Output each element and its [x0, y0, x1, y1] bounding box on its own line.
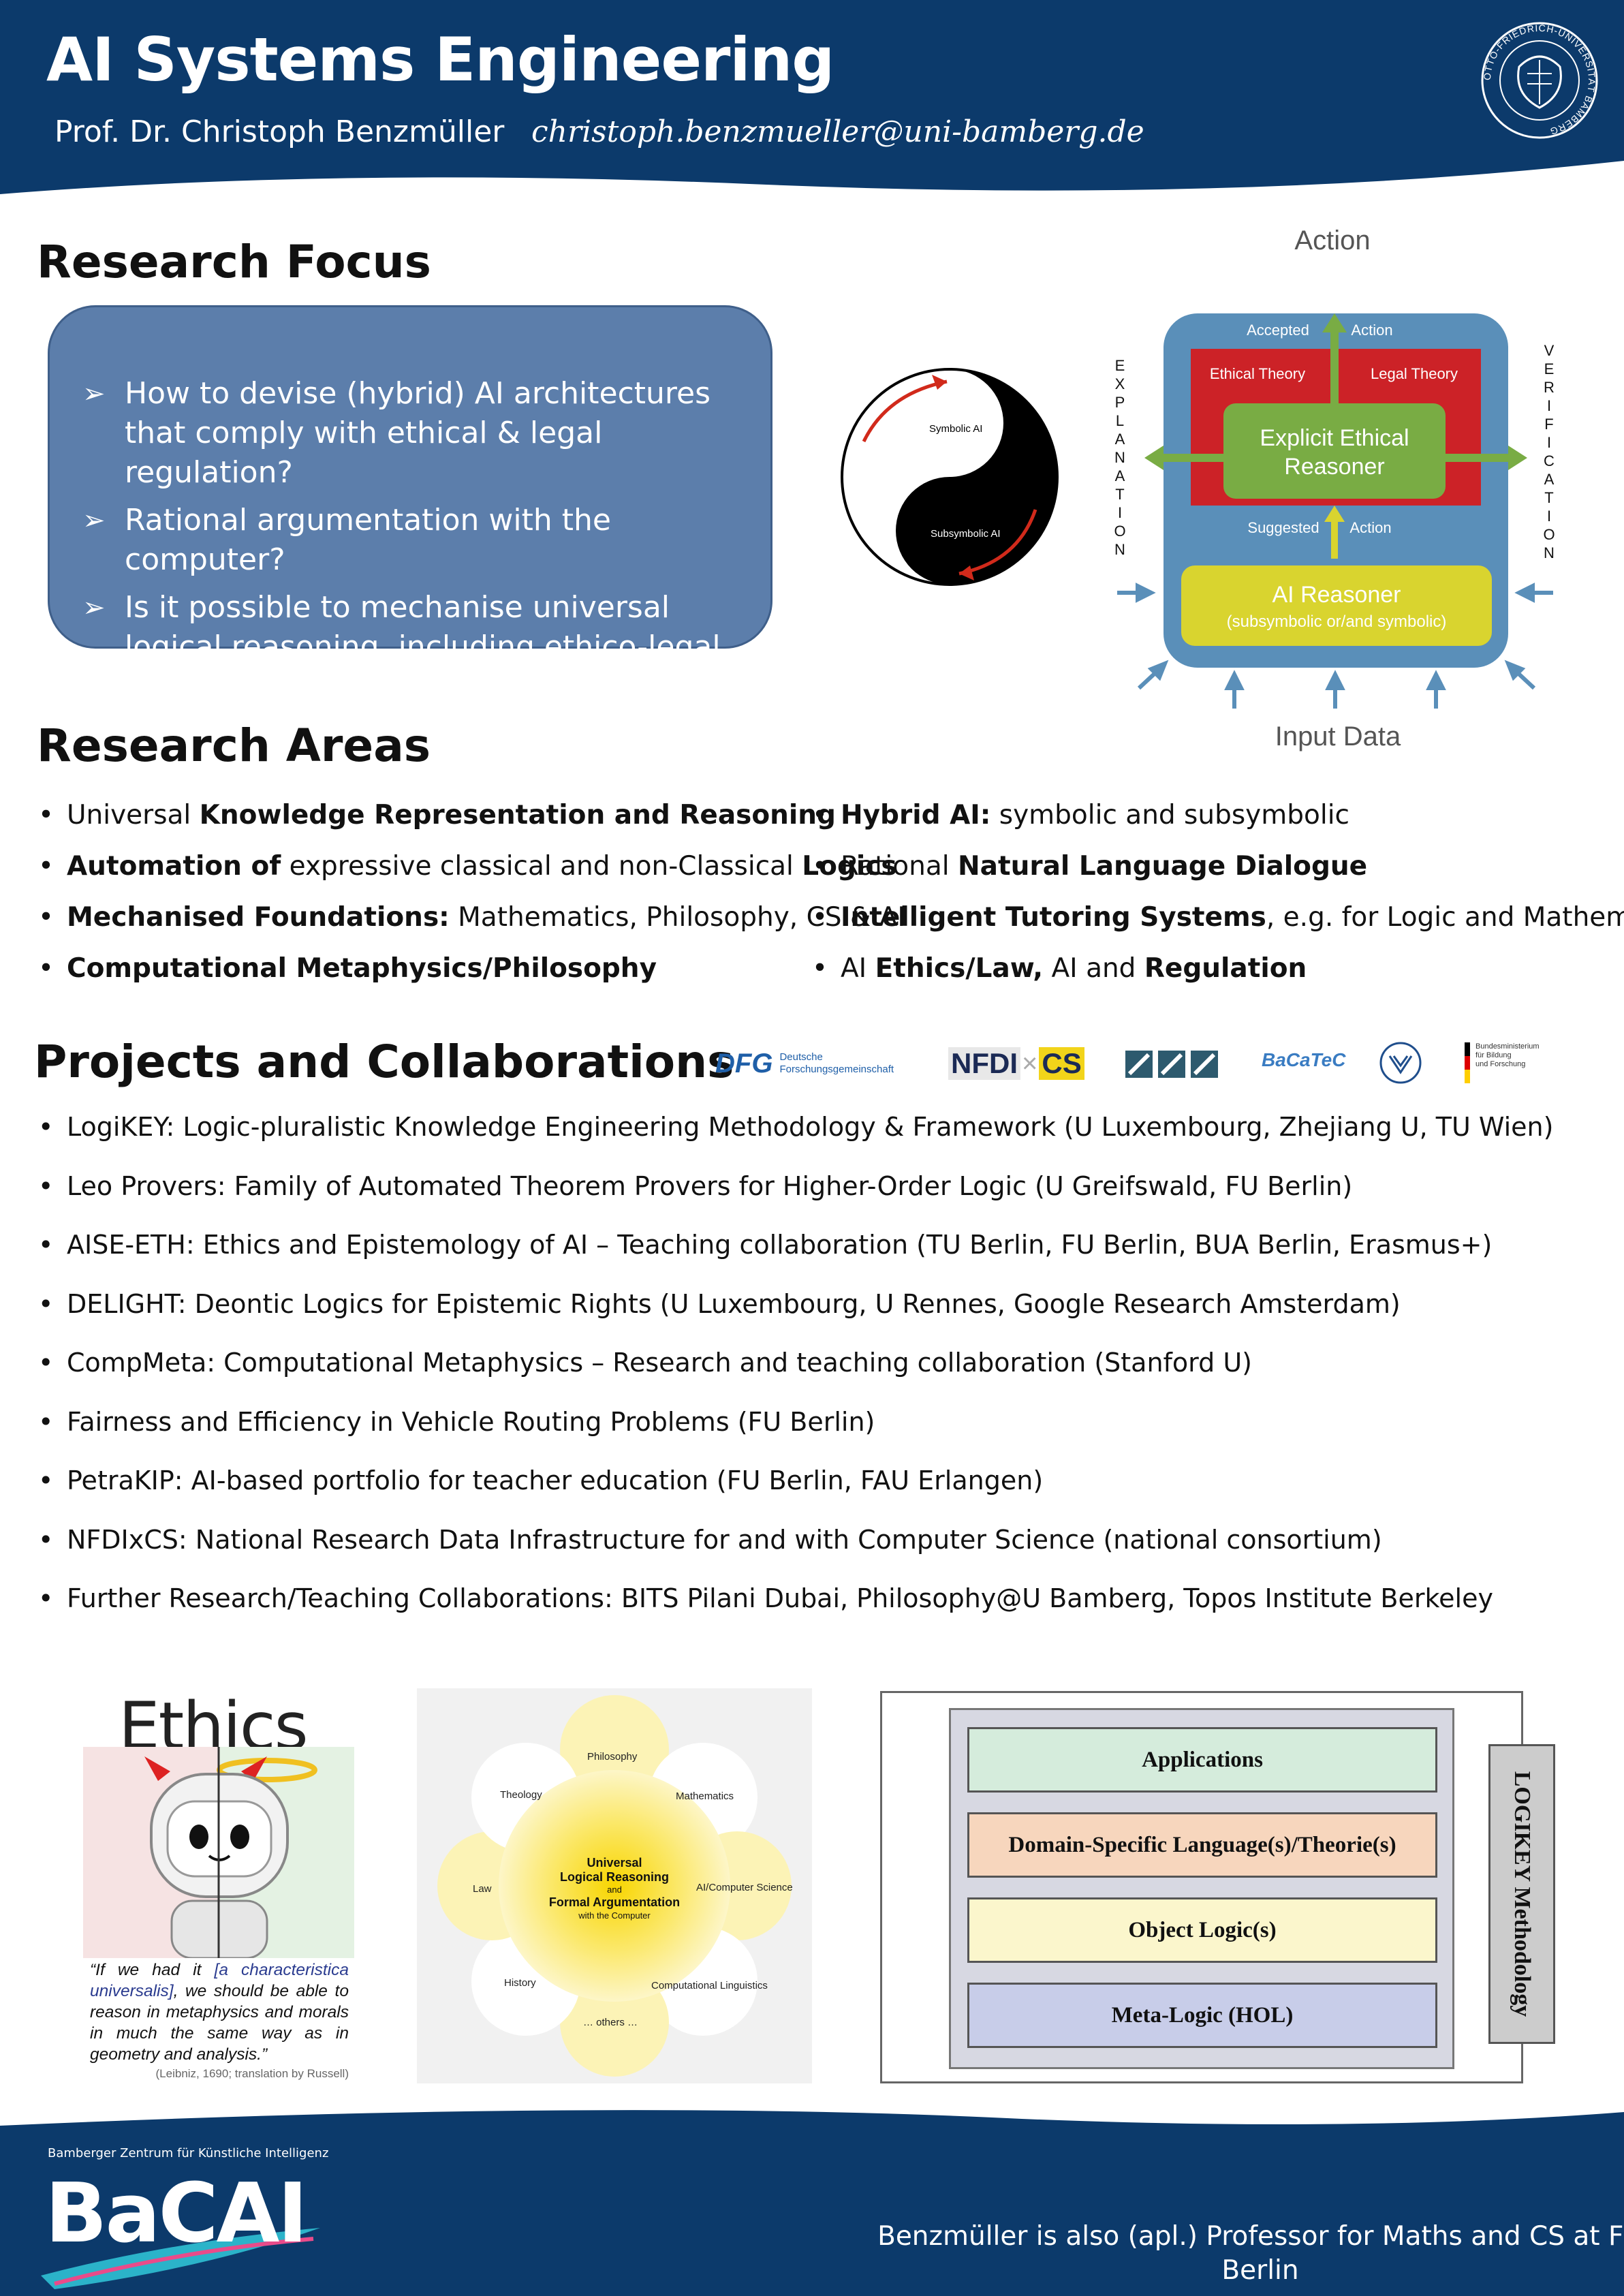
footer-note: Benzmüller is also (apl.) Professor for … — [877, 2221, 1624, 2286]
ethical-theory-label: Ethical Theory — [1210, 365, 1305, 382]
bacai-logo: BaCAI — [45, 2167, 308, 2261]
list-item: •Computational Metaphysics/Philosophy — [38, 953, 657, 984]
verification-label: VERIFICATION — [1541, 342, 1558, 563]
list-item: •Rational Natural Language Dialogue — [812, 851, 1368, 882]
flower-center-3: and — [607, 1884, 622, 1895]
header-banner — [0, 0, 1624, 194]
petal-theology: Theology — [500, 1789, 542, 1801]
universal-reasoning-diagram: Universal Logical Reasoning and Formal A… — [417, 1688, 812, 2083]
list-item: •Hybrid AI: symbolic and subsymbolic — [812, 800, 1349, 831]
list-item: •AISE-ETH: Ethics and Epistemology of AI… — [38, 1230, 1493, 1260]
right-arrow-icon — [1508, 446, 1527, 470]
projects-list: •LogiKEY: Logic-pluralistic Knowledge En… — [35, 1112, 1553, 1643]
accepted-action-label: Action — [1351, 322, 1392, 339]
research-focus-box: ➢How to devise (hybrid) AI architectures… — [48, 305, 772, 704]
list-item: •NFDIxCS: National Research Data Infrast… — [38, 1524, 1382, 1555]
arrow-bullet-icon: ➢ — [82, 378, 106, 409]
quote-source: (Leibniz, 1690; translation by Russell) — [155, 2067, 349, 2080]
flower-center-4: Formal Argumentation — [549, 1895, 680, 1909]
fnk-logo-icon — [1125, 1051, 1218, 1078]
explicit-reasoner-box — [1223, 403, 1446, 499]
list-item: •AI Ethics/Law, AI and Regulation — [812, 953, 1307, 984]
input-data-label: Input Data — [1275, 722, 1401, 751]
focus-question: ➢Is it possible to mechanise universal l… — [82, 588, 736, 707]
up-arrow-icon — [1322, 313, 1347, 332]
flower-center-2: Logical Reasoning — [560, 1870, 669, 1884]
robot-angel-devil-image — [83, 1747, 354, 1958]
bacatec-logo: BaCaTeC — [1262, 1049, 1346, 1070]
action-label: Action — [1294, 226, 1370, 255]
ethics-panel: Ethics “If we had it [a characteristica … — [83, 1688, 354, 2090]
university-seal-icon: OTTO-FRIEDRICH-UNIVERSITÄT BAMBERG — [1481, 22, 1598, 139]
list-item: •Further Research/Teaching Collaboration… — [38, 1583, 1493, 1613]
list-item: •Fairness and Efficiency in Vehicle Rout… — [38, 1406, 875, 1437]
petal-philosophy: Philosophy — [587, 1751, 638, 1763]
leibniz-quote: “If we had it [a characteristica univers… — [90, 1961, 349, 2064]
suggested-label: Suggested — [1247, 519, 1319, 536]
petal-history: History — [504, 1977, 536, 1989]
petal-mathematics: Mathematics — [676, 1790, 734, 1802]
accepted-label: Accepted — [1247, 322, 1309, 339]
research-areas-right-list: •Hybrid AI: symbolic and subsymbolic •Ra… — [809, 800, 1624, 1004]
input-arrows — [1117, 583, 1553, 709]
arrow-bullet-icon: ➢ — [82, 505, 106, 536]
ai-reasoner-sublabel: (subsymbolic or/and symbolic) — [1227, 612, 1447, 631]
petal-ai-cs: AI/Computer Science — [696, 1882, 793, 1893]
symbolic-ai-label: Symbolic AI — [929, 423, 982, 435]
explicit-reasoner-label-2: Reasoner — [1284, 454, 1384, 480]
ethical-reasoner-diagram: Action Accepted Action Ethical Theory Le… — [1112, 226, 1558, 751]
arrow-bullet-icon: ➢ — [82, 592, 106, 623]
explanation-label: EXPLANATION — [1112, 357, 1129, 559]
ai-reasoner-box — [1181, 565, 1492, 646]
projects-heading: Projects and Collaborations — [34, 1036, 734, 1088]
page-title: AI Systems Engineering — [46, 25, 834, 95]
list-item: •CompMeta: Computational Metaphysics – R… — [38, 1348, 1252, 1378]
ai-reasoner-label: AI Reasoner — [1272, 582, 1401, 608]
focus-question: ➢How to devise (hybrid) AI architectures… — [82, 374, 736, 493]
author-name: Prof. Dr. Christoph Benzmüller — [54, 114, 505, 149]
layer-meta-logic: Meta-Logic (HOL) — [967, 1983, 1437, 2048]
logikey-methodology-bar: LOGIKEY Methodology — [1488, 1744, 1555, 2044]
list-item: •PetraKIP: AI-based portfolio for teache… — [38, 1465, 1044, 1495]
logikey-diagram: Applications Domain-Specific Language(s)… — [880, 1691, 1555, 2083]
footer-subtitle: Bamberger Zentrum für Künstliche Intelli… — [48, 2146, 329, 2160]
nfdixcs-logo: NFDI × CS — [948, 1045, 1084, 1082]
explicit-reasoner-label-1: Explicit Ethical — [1260, 425, 1409, 451]
flower-center-1: Universal — [587, 1856, 642, 1870]
author-email[interactable]: christoph.benzmueller@uni-bamberg.de — [531, 114, 1144, 149]
list-item: •Intelligent Tutoring Systems, e.g. for … — [812, 902, 1624, 933]
flower-center-5: with the Computer — [578, 1910, 651, 1921]
list-item: •Automation of expressive classical and … — [38, 851, 897, 882]
petal-law: Law — [473, 1883, 492, 1895]
list-item: •Universal Knowledge Representation and … — [38, 800, 836, 831]
list-item: •LogiKEY: Logic-pluralistic Knowledge En… — [38, 1112, 1554, 1142]
subsymbolic-ai-label: Subsymbolic AI — [931, 528, 1001, 540]
layer-applications: Applications — [967, 1727, 1437, 1793]
layer-object-logic: Object Logic(s) — [967, 1897, 1437, 1963]
research-focus-heading: Research Focus — [37, 236, 431, 288]
petal-others: … others … — [583, 2017, 638, 2028]
left-arrow-icon — [1144, 446, 1164, 470]
layer-domain-specific: Domain-Specific Language(s)/Theorie(s) — [967, 1812, 1437, 1878]
list-item: •Leo Provers: Family of Automated Theore… — [38, 1170, 1353, 1201]
up-arrow-icon — [1324, 506, 1345, 522]
suggested-action-label: Action — [1349, 519, 1391, 536]
yinyang-diagram: Symbolic AI Subsymbolic AI — [841, 368, 1059, 586]
research-areas-left-list: •Universal Knowledge Representation and … — [35, 800, 905, 1004]
list-item: •DELIGHT: Deontic Logics for Epistemic R… — [38, 1288, 1401, 1319]
german-flag-icon — [1465, 1042, 1470, 1083]
university-crest-icon — [1379, 1042, 1422, 1084]
legal-theory-label: Legal Theory — [1371, 365, 1458, 382]
footer-banner — [0, 2110, 1624, 2296]
list-item: •Mechanised Foundations: Mathematics, Ph… — [38, 902, 905, 933]
research-areas-heading: Research Areas — [37, 719, 431, 772]
focus-question: ➢Rational argumentation with the compute… — [82, 501, 736, 580]
petal-computational-linguistics: Computational Linguistics — [651, 1980, 768, 1991]
